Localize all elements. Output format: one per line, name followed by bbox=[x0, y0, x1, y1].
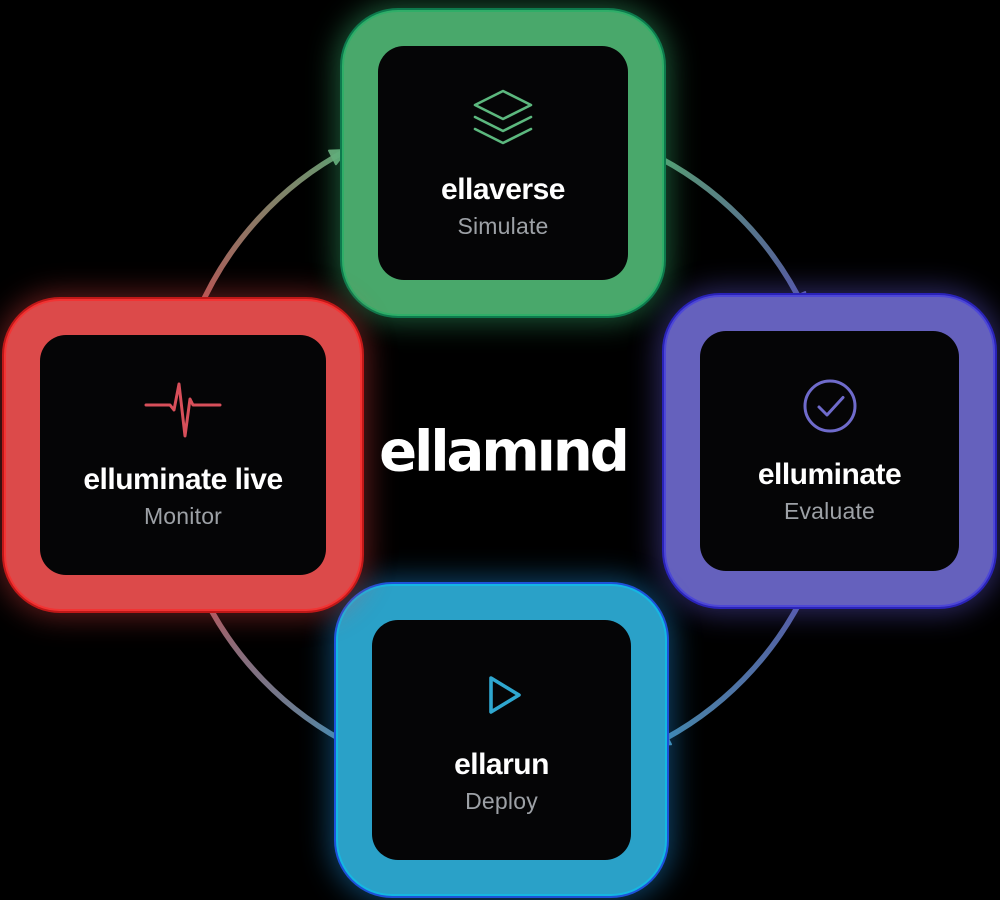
check-circle-icon bbox=[803, 379, 856, 432]
ellamind-logo: ellamınd bbox=[379, 419, 630, 485]
card-title: elluminate bbox=[757, 457, 902, 491]
play-icon bbox=[488, 675, 521, 714]
card-title: ellarun bbox=[454, 747, 549, 781]
card-elluminate-live: elluminate live Monitor bbox=[6, 301, 360, 609]
card-subtitle: Evaluate bbox=[783, 497, 876, 524]
card-ellaverse: ellaverse Simulate bbox=[344, 12, 662, 314]
card-subtitle: Deploy bbox=[465, 787, 538, 814]
card-elluminate-body: elluminate Evaluate bbox=[700, 331, 959, 571]
card-subtitle: Simulate bbox=[457, 212, 549, 239]
card-ellarun: ellarun Deploy bbox=[338, 586, 665, 894]
arc-monitor-to-simulate bbox=[195, 147, 350, 315]
card-ellarun-body: ellarun Deploy bbox=[372, 620, 631, 860]
card-subtitle: Monitor bbox=[143, 502, 223, 529]
arrowhead-icon bbox=[328, 149, 348, 166]
arc-simulate-to-evaluate bbox=[645, 149, 808, 313]
card-elluminate-live-body: elluminate live Monitor bbox=[40, 335, 326, 575]
card-ellaverse-body: ellaverse Simulate bbox=[378, 46, 628, 280]
card-title: elluminate live bbox=[83, 462, 283, 496]
arc-deploy-to-monitor bbox=[196, 583, 358, 750]
activity-icon bbox=[144, 382, 222, 437]
arc-evaluate-to-deploy bbox=[650, 585, 810, 748]
card-elluminate: elluminate Evaluate bbox=[666, 297, 993, 605]
card-title: ellaverse bbox=[441, 172, 565, 206]
layers-icon bbox=[473, 89, 533, 144]
